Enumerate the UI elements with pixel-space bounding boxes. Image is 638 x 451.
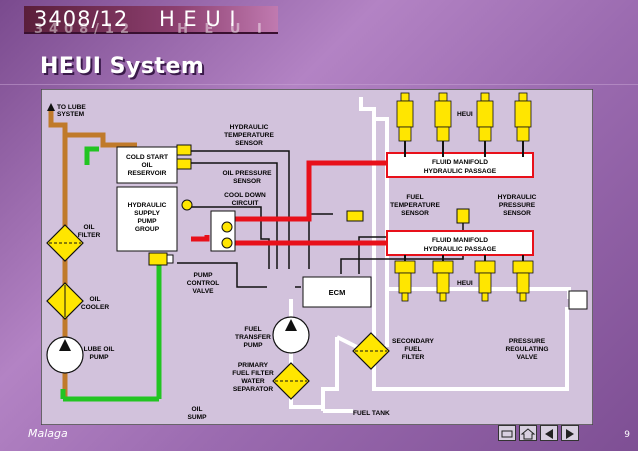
heui-system-diagram: TO LUBE SYSTEM COLD START OIL RESERVOIR …	[41, 89, 593, 425]
pump-control-valve	[148, 252, 168, 266]
section-heading: HEUI System	[40, 54, 205, 79]
label-secondary-filter: SECONDARY	[392, 338, 434, 345]
label-hyd-supply: HYDRAULIC	[128, 202, 167, 209]
label-pressure-reg-2: REGULATING	[505, 346, 548, 353]
arrow-right-icon	[566, 429, 574, 439]
label-pressure-reg: PRESSURE	[509, 338, 546, 345]
hyd-press-sensor	[456, 208, 470, 224]
fuel-transfer-pump-icon	[272, 316, 310, 354]
label-manifold-top-2: HYDRAULIC PASSAGE	[424, 168, 497, 175]
heui-injectors-bottom	[394, 255, 534, 302]
label-hyd-press-2: PRESSURE	[499, 202, 536, 209]
label-manifold-bottom: FLUID MANIFOLD	[432, 237, 488, 244]
hydraulic-supply-pump-group	[116, 186, 178, 252]
label-hyd-temp: HYDRAULIC	[230, 124, 269, 131]
label-lube-pump-2: PUMP	[89, 354, 109, 361]
diagram-labels: TO LUBE SYSTEM COLD START OIL RESERVOIR …	[57, 104, 549, 421]
label-pressure-reg-3: VALVE	[516, 354, 538, 361]
pump-control-valve-plug	[166, 254, 174, 264]
label-hyd-press-3: SENSOR	[503, 210, 531, 217]
label-fuel-temp-3: SENSOR	[401, 210, 429, 217]
check-valve-icon	[221, 221, 233, 233]
label-secondary-filter-3: FILTER	[402, 354, 425, 361]
oil-press-sensor	[176, 158, 192, 170]
sensors	[176, 144, 470, 249]
check-valve-icon-2	[221, 237, 233, 249]
label-pump-control-2: CONTROL	[187, 280, 220, 287]
home-button[interactable]	[519, 425, 537, 441]
label-manifold-bottom-2: HYDRAULIC PASSAGE	[424, 246, 497, 253]
previous-button[interactable]	[540, 425, 558, 441]
label-to-lube-2: SYSTEM	[57, 111, 85, 118]
label-fuel-transfer-3: PUMP	[243, 342, 263, 349]
label-oil-cooler-2: COOLER	[81, 304, 109, 311]
label-heui-bottom: HEUI	[457, 280, 473, 287]
label-fuel-transfer: FUEL	[244, 326, 261, 333]
label-primary-filter-4: SEPARATOR	[233, 386, 274, 393]
return-button[interactable]	[498, 425, 516, 441]
label-cold-start-3: RESERVOIR	[128, 170, 167, 177]
heui-injectors-top	[396, 92, 532, 157]
page-title: 3408/12 H E U I	[34, 7, 237, 31]
label-hyd-supply-4: GROUP	[135, 226, 160, 233]
label-lube-pump: LUBE OIL	[84, 346, 115, 353]
fuel-temp-sensor	[346, 210, 364, 222]
label-oil-pressure-2: SENSOR	[233, 178, 261, 185]
next-button[interactable]	[561, 425, 579, 441]
label-oil-sump-2: SUMP	[187, 414, 207, 421]
label-secondary-filter-2: FUEL	[404, 346, 421, 353]
fluid-manifold-bottom	[386, 230, 534, 256]
divider	[0, 84, 638, 85]
label-primary-filter-2: FUEL FILTER	[232, 370, 274, 377]
label-manifold-top: FLUID MANIFOLD	[432, 159, 488, 166]
label-fuel-temp-2: TEMPERATURE	[390, 202, 440, 209]
return-icon	[501, 430, 513, 438]
fuel-pump-arrow-icon	[285, 319, 297, 331]
ecm-box	[302, 276, 372, 308]
label-fuel-tank: FUEL TANK	[353, 410, 390, 417]
label-oil-filter: OIL	[84, 224, 95, 231]
footer-label: Malaga	[28, 427, 68, 440]
diagram-panel	[41, 89, 593, 425]
label-ecm: ECM	[329, 288, 346, 297]
label-pump-control-3: VALVE	[192, 288, 214, 295]
label-oil-sump: OIL	[192, 406, 203, 413]
label-hyd-supply-3: PUMP	[137, 218, 157, 225]
label-primary-filter: PRIMARY	[238, 362, 269, 369]
lube-pump-arrow-icon	[59, 339, 71, 351]
low-pressure-oil-lines	[60, 146, 162, 402]
hyd-temp-sensor	[176, 144, 192, 156]
label-hyd-supply-2: SUPPLY	[134, 210, 160, 217]
arrow-up-icon	[47, 103, 55, 111]
label-fuel-transfer-2: TRANSFER	[235, 334, 271, 341]
label-cool-down: COOL DOWN	[224, 192, 266, 199]
home-icon	[520, 428, 536, 440]
lube-oil-pump-icon	[46, 336, 84, 374]
label-to-lube: TO LUBE	[57, 104, 86, 111]
label-fuel-temp: FUEL	[406, 194, 423, 201]
label-oil-cooler: OIL	[90, 296, 101, 303]
page-number: 9	[624, 430, 630, 440]
label-cold-start: COLD START	[126, 154, 168, 161]
label-hyd-press: HYDRAULIC	[498, 194, 537, 201]
label-primary-filter-3: WATER	[241, 378, 265, 385]
cool-down-valve-icon	[181, 199, 193, 211]
label-hyd-temp-3: SENSOR	[235, 140, 263, 147]
fluid-manifold-top	[386, 152, 534, 178]
label-cool-down-2: CIRCUIT	[232, 200, 259, 207]
pressure-regulating-valve-box	[568, 290, 588, 310]
label-pump-control: PUMP	[193, 272, 213, 279]
label-hyd-temp-2: TEMPERATURE	[224, 132, 274, 139]
label-cold-start-2: OIL	[142, 162, 153, 169]
title-bar	[24, 6, 278, 34]
label-oil-filter-2: FILTER	[78, 232, 101, 239]
title-shadow: 3408/12 H E U I	[34, 22, 268, 37]
label-heui-top: HEUI	[457, 111, 473, 118]
arrow-left-icon	[545, 429, 553, 439]
label-oil-pressure: OIL PRESSURE	[223, 170, 273, 177]
